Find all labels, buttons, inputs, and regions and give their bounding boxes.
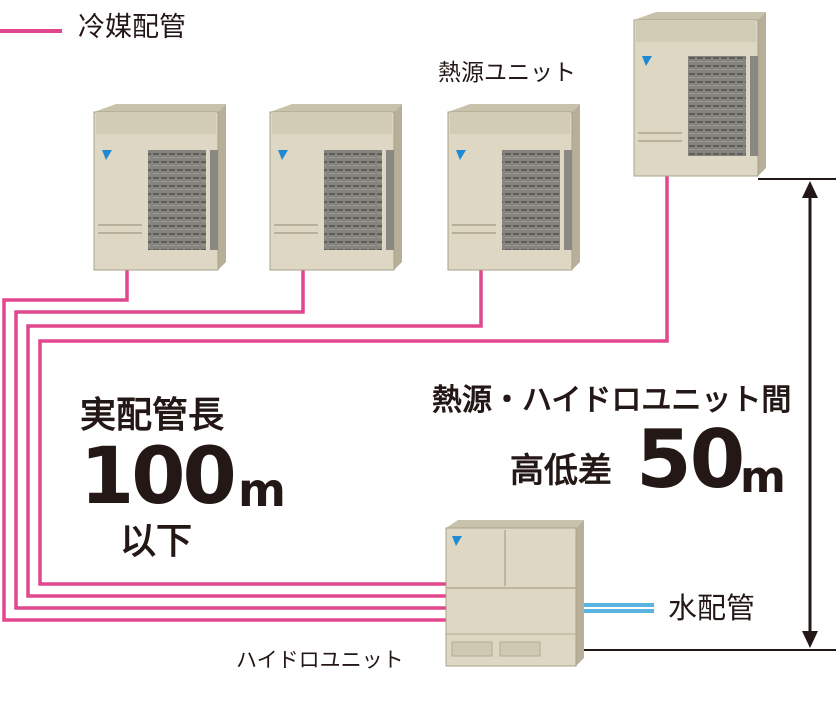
brand-logo — [278, 150, 288, 160]
heat-source-unit-1 — [93, 104, 226, 271]
brand-logo — [102, 150, 112, 160]
hydro-unit-illustration — [445, 520, 584, 667]
refrigerant-pipes — [2, 160, 669, 622]
refrigerant-pipe-2 — [14, 252, 446, 610]
height-difference-unit: m — [740, 452, 786, 503]
heat-source-unit-4 — [633, 12, 766, 177]
refrigerant-pipe-4 — [38, 160, 669, 586]
pipe-length-suffix: 以下 — [120, 521, 193, 562]
brand-logo — [642, 56, 652, 66]
heat-source-unit-3 — [447, 104, 580, 271]
height-difference-title: 熱源・ハイドロユニット間 — [432, 383, 792, 418]
brand-logo — [456, 150, 466, 160]
water-pipe — [578, 603, 654, 613]
pipe-length-unit: m — [238, 463, 286, 517]
pipe-length-title: 実配管長 — [80, 395, 225, 436]
legend-refrigerant-label: 冷媒配管 — [78, 12, 186, 43]
refrigerant-pipe-3 — [26, 252, 483, 598]
height-difference-indicator — [578, 178, 836, 651]
refrigerant-pipe-1 — [2, 252, 446, 622]
height-difference-value: 50 — [636, 413, 745, 506]
height-difference-prefix: 高低差 — [510, 451, 612, 491]
pipe-length-value: 100 — [80, 432, 237, 522]
heat-source-unit-label: 熱源ユニット — [438, 60, 576, 86]
brand-logo — [452, 536, 462, 546]
heat-source-unit-2 — [269, 104, 402, 271]
hydro-unit-label: ハイドロユニット — [236, 648, 404, 672]
water-pipe-label: 水配管 — [668, 591, 756, 625]
